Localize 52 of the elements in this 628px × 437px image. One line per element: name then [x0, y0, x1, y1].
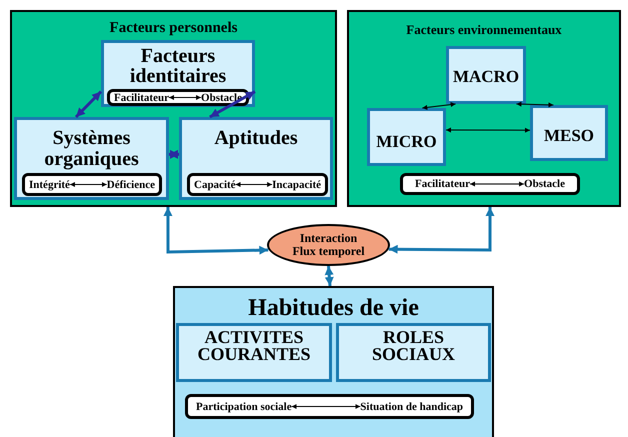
scale-pill	[22, 173, 162, 196]
arrow	[169, 150, 179, 159]
panel-title: Facteurs environnementaux	[405, 21, 563, 39]
scale-label: Situation de handicap	[360, 400, 463, 412]
category-box	[530, 105, 608, 161]
arrow	[163, 207, 268, 255]
arrow	[446, 128, 530, 133]
arrow	[422, 102, 456, 110]
scale-label: Incapacité	[272, 178, 321, 190]
box-title: ACTIVITES COURANTES	[196, 326, 312, 363]
arrow	[74, 90, 102, 118]
scale-label: Facilitateur	[415, 178, 470, 190]
panel	[10, 10, 337, 207]
scale-label: Déficience	[106, 178, 155, 190]
scale-label: Obstacle	[524, 178, 565, 190]
category-box	[336, 323, 491, 382]
arrow	[516, 102, 554, 108]
box-title: MESO	[542, 125, 596, 147]
box-title: MACRO	[452, 66, 520, 88]
scale-pill	[187, 173, 328, 196]
scale-pill	[400, 173, 580, 195]
scale-pill	[185, 394, 474, 419]
scale-label: Participation sociale	[196, 400, 292, 412]
arrow	[69, 182, 108, 187]
arrow	[235, 182, 273, 187]
box-title: Systèmes organiques	[43, 126, 140, 170]
category-box	[179, 117, 333, 200]
box-title: ROLES SOCIAUX	[370, 326, 456, 363]
scale-label: Facilitateur	[114, 92, 169, 104]
scale-label: Obstacle	[201, 92, 242, 104]
box-title: Facteurs identitaires	[128, 44, 228, 86]
panel	[173, 286, 494, 437]
box-title: MICRO	[375, 131, 438, 153]
scale-label: Intégrité	[29, 178, 70, 190]
category-box	[446, 46, 526, 104]
arrow	[388, 207, 495, 254]
ellipse-label: Interaction Flux temporel	[291, 232, 366, 258]
category-box	[14, 117, 169, 200]
box-title: Aptitudes	[213, 126, 299, 149]
category-box	[367, 108, 446, 166]
panel-title: Habitudes de vie	[247, 294, 420, 323]
scale-label: Capacité	[194, 178, 236, 190]
arrow	[291, 404, 361, 409]
panel	[347, 10, 621, 207]
category-box	[176, 323, 332, 382]
arrow	[168, 95, 202, 100]
scale-pill	[107, 89, 249, 106]
arrow	[469, 182, 525, 186]
panel-title: Facteurs personnels	[108, 19, 238, 38]
arrow	[324, 266, 334, 286]
arrow	[209, 90, 256, 118]
category-box	[101, 40, 255, 107]
